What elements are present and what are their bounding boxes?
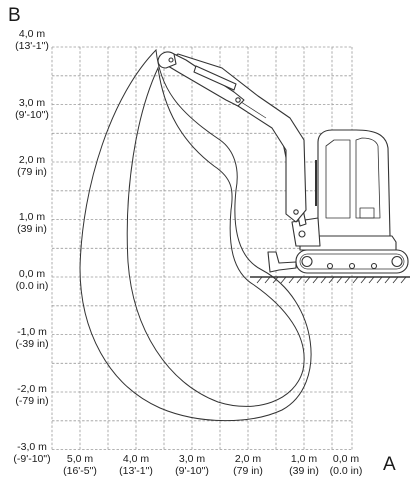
crawler-track [295, 249, 409, 274]
bucket [157, 51, 177, 69]
vertical-axis-letter: B [8, 5, 21, 26]
arm [165, 53, 245, 107]
y-axis-label: -3,0 m (-9'-10") [2, 441, 62, 465]
y-label-metric: -2,0 m [17, 383, 47, 395]
y-axis-label: 1,0 m (39 in) [2, 211, 62, 235]
x-label-imperial: (79 in) [233, 465, 263, 477]
y-label-imperial: (79 in) [17, 166, 47, 178]
y-label-imperial: (9'-10") [15, 109, 49, 121]
x-label-imperial: (9'-10") [175, 465, 209, 477]
y-label-imperial: (39 in) [17, 223, 47, 235]
y-axis-label: -2,0 m (-79 in) [2, 383, 62, 407]
y-label-imperial: (-9'-10") [13, 453, 51, 465]
x-label-metric: 5,0 m [66, 453, 94, 465]
ground-line [250, 276, 410, 284]
y-axis-label: 0,0 m (0.0 in) [2, 268, 62, 292]
x-axis-label: 5,0 m (16'-5") [52, 453, 108, 477]
y-label-imperial: (13'-1") [15, 40, 49, 52]
y-axis-label: -1,0 m (-39 in) [2, 326, 62, 350]
y-label-imperial: (-79 in) [15, 395, 49, 407]
x-axis-label: 2,0 m (79 in) [220, 453, 276, 477]
x-label-metric: 1,0 m [290, 453, 318, 465]
y-label-imperial: (0.0 in) [15, 280, 49, 292]
y-axis-label: 4,0 m (13'-1") [2, 28, 62, 52]
y-label-metric: 2,0 m [18, 154, 46, 166]
y-label-metric: 1,0 m [18, 211, 46, 223]
x-axis-label: 3,0 m (9'-10") [164, 453, 220, 477]
y-label-metric: -3,0 m [17, 441, 47, 453]
y-label-imperial: (-39 in) [15, 338, 49, 350]
x-label-imperial: (0.0 in) [329, 465, 363, 477]
x-axis-label: 0,0 m (0.0 in) [318, 453, 374, 477]
y-axis-label: 3,0 m (9'-10") [2, 97, 62, 121]
y-label-metric: 3,0 m [18, 97, 46, 109]
horizontal-axis-letter: A [383, 454, 396, 475]
x-label-metric: 0,0 m [332, 453, 360, 465]
x-axis-label: 1,0 m (39 in) [276, 453, 332, 477]
x-label-metric: 4,0 m [122, 453, 150, 465]
y-label-metric: 0,0 m [18, 268, 46, 280]
y-axis-label: 2,0 m (79 in) [2, 154, 62, 178]
x-axis-label: 4,0 m (13'-1") [108, 453, 164, 477]
y-label-metric: -1,0 m [17, 326, 47, 338]
x-label-imperial: (16'-5") [63, 465, 97, 477]
dozer-blade [267, 251, 297, 273]
outer-reach-envelope [79, 48, 312, 422]
excavator-illustration [157, 51, 409, 274]
cab [317, 129, 391, 237]
y-label-metric: 4,0 m [18, 28, 46, 40]
x-label-metric: 2,0 m [234, 453, 262, 465]
x-label-metric: 3,0 m [178, 453, 206, 465]
inner-reach-envelope [126, 66, 305, 407]
x-label-imperial: (13'-1") [119, 465, 153, 477]
x-label-imperial: (39 in) [289, 465, 319, 477]
